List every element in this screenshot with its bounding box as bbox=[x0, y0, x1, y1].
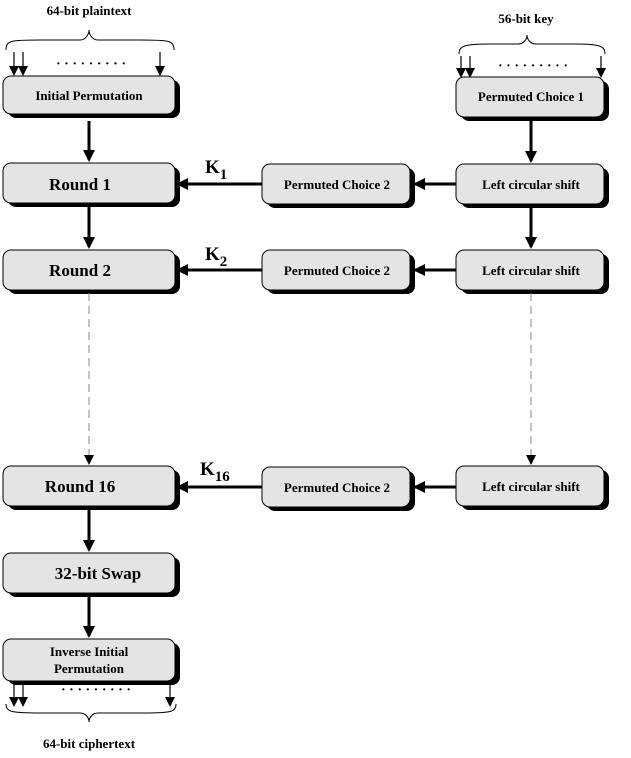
permuted-choice-2-label-1: Permuted Choice 2 bbox=[284, 177, 390, 192]
subkey-arrows bbox=[176, 178, 456, 493]
k16-subscript: 16 bbox=[215, 469, 231, 485]
permuted-choice-2-box-16: Permuted Choice 2 bbox=[261, 466, 415, 511]
permuted-choice-2-box-1: Permuted Choice 2 bbox=[261, 163, 415, 208]
permuted-choice-1-label: Permuted Choice 1 bbox=[478, 89, 584, 104]
key-input-arrows bbox=[456, 56, 606, 78]
swap-label: 32-bit Swap bbox=[55, 564, 141, 583]
round-16-label: Round 16 bbox=[45, 477, 115, 496]
left-circular-shift-box-2: Left circular shift bbox=[455, 249, 609, 294]
initial-permutation-box: Initial Permutation bbox=[2, 75, 180, 118]
left-circular-shift-box-16: Left circular shift bbox=[455, 465, 609, 510]
permuted-choice-2-label-2: Permuted Choice 2 bbox=[284, 263, 390, 278]
permuted-choice-2-box-2: Permuted Choice 2 bbox=[261, 249, 415, 294]
round-2-label: Round 2 bbox=[49, 261, 111, 280]
ciphertext-output-arrows bbox=[9, 684, 175, 707]
svg-text:K16: K16 bbox=[200, 459, 230, 485]
plaintext-dots: · · · · · · · · · bbox=[56, 57, 126, 72]
plaintext-input-arrows bbox=[9, 52, 165, 76]
key-label: 56-bit key bbox=[498, 11, 554, 26]
initial-permutation-label: Initial Permutation bbox=[35, 88, 143, 103]
subkey-k1: K1 bbox=[205, 157, 227, 183]
k2-base: K bbox=[205, 244, 220, 265]
left-circular-shift-label-2: Left circular shift bbox=[482, 263, 580, 278]
subkey-k2: K2 bbox=[205, 244, 227, 270]
left-circular-shift-label-1: Left circular shift bbox=[482, 177, 580, 192]
ciphertext-brace bbox=[5, 703, 177, 723]
round-1-label: Round 1 bbox=[49, 175, 111, 194]
swap-box: 32-bit Swap bbox=[2, 552, 180, 597]
ciphertext-label: 64-bit ciphertext bbox=[43, 736, 136, 751]
inverse-permutation-line2: Permutation bbox=[54, 661, 125, 676]
ciphertext-dots: · · · · · · · · · bbox=[61, 683, 131, 698]
permuted-choice-1-box: Permuted Choice 1 bbox=[455, 76, 609, 121]
k1-base: K bbox=[205, 157, 220, 178]
plaintext-label: 64-bit plaintext bbox=[47, 3, 133, 18]
svg-text:K2: K2 bbox=[205, 244, 227, 270]
key-dots: · · · · · · · · · bbox=[498, 59, 568, 74]
round-2-box: Round 2 bbox=[2, 249, 180, 294]
k16-base: K bbox=[200, 459, 215, 480]
k1-subscript: 1 bbox=[220, 167, 228, 183]
inverse-permutation-line1: Inverse Initial bbox=[50, 644, 129, 659]
plaintext-brace bbox=[5, 29, 175, 51]
left-circular-shift-box-1: Left circular shift bbox=[455, 163, 609, 208]
subkey-k16: K16 bbox=[200, 459, 230, 485]
round-1-box: Round 1 bbox=[2, 162, 180, 207]
permuted-choice-2-label-16: Permuted Choice 2 bbox=[284, 480, 390, 495]
svg-text:K1: K1 bbox=[205, 157, 227, 183]
key-brace bbox=[458, 34, 606, 55]
round-16-box: Round 16 bbox=[2, 465, 180, 510]
k2-subscript: 2 bbox=[220, 254, 228, 270]
inverse-initial-permutation-box: Inverse Initial Permutation bbox=[2, 638, 180, 685]
left-circular-shift-label-16: Left circular shift bbox=[482, 479, 580, 494]
